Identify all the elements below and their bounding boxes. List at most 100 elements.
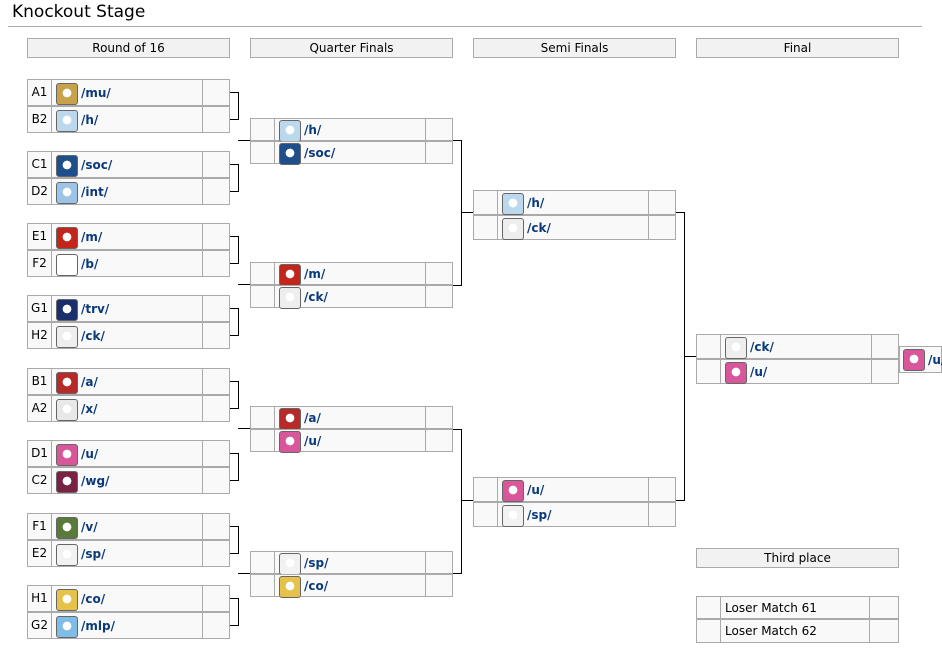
team-cell: /co/ (274, 574, 426, 598)
chef-icon (725, 337, 747, 359)
score-cell (425, 551, 453, 574)
bracket-connector (238, 92, 239, 120)
score-cell (202, 540, 230, 567)
red-flame-icon (279, 264, 301, 286)
bracket-connector (676, 500, 685, 501)
bracket-connector (461, 212, 473, 213)
team-name: /ck/ (750, 340, 774, 354)
third-place-score (869, 596, 899, 619)
team-name: /m/ (81, 230, 103, 244)
bracket-connector (230, 381, 239, 382)
round-of-16-row: D2/int/ (27, 178, 230, 205)
bracket-connector (453, 140, 462, 141)
chef-icon (279, 287, 301, 309)
blank-lead-cell (250, 285, 275, 308)
team-name: /h/ (81, 113, 99, 127)
team-cell: /u/ (720, 359, 872, 384)
third-place-header: Third place (696, 548, 899, 568)
bracket-connector (230, 408, 239, 409)
final-row: /u/ (696, 359, 899, 384)
team-cell: /sp/ (51, 540, 203, 567)
red-disc-icon (56, 372, 78, 394)
team-cell: /ck/ (274, 285, 426, 309)
bracket-connector (230, 119, 239, 120)
bracket-connector (238, 284, 250, 285)
seed-label: A1 (27, 79, 52, 106)
third-place-row: Loser Match 61 (696, 596, 899, 619)
sport-crest-icon (502, 505, 524, 527)
third-place-row: Loser Match 62 (696, 619, 899, 643)
champion-cell: /u/ (899, 346, 942, 373)
bracket-connector (676, 212, 685, 213)
seed-label: B2 (27, 106, 52, 133)
blank-lead-cell (473, 477, 498, 502)
pink-star-icon (56, 444, 78, 466)
round-of-16-row: E1/m/ (27, 223, 230, 250)
quarter-final-row: /u/ (250, 429, 453, 453)
team-cell: /h/ (274, 118, 426, 142)
red-flame-icon (56, 227, 78, 249)
semi-final-row: /ck/ (473, 215, 676, 240)
team-cell: /x/ (51, 395, 203, 422)
chef-icon (502, 218, 524, 240)
seed-label: H1 (27, 585, 52, 612)
round-of-16-row: G1/trv/ (27, 295, 230, 322)
score-cell (202, 513, 230, 540)
round-of-16-row: B2/h/ (27, 106, 230, 133)
team-cell: /sp/ (274, 551, 426, 575)
team-cell: /mlp/ (51, 612, 203, 639)
team-cell: /u/ (274, 429, 426, 453)
bracket-connector (230, 526, 239, 527)
bracket-connector (230, 480, 239, 481)
striped-crest-icon (56, 471, 78, 493)
round-of-16-row: B1/a/ (27, 368, 230, 395)
seed-label: A2 (27, 395, 52, 422)
team-cell: /a/ (274, 406, 426, 430)
yellow-heart-icon (279, 143, 301, 165)
score-cell (425, 285, 453, 308)
team-name: /u/ (81, 447, 99, 461)
score-cell (202, 395, 230, 422)
bracket-connector (230, 598, 239, 599)
round-of-16-row: E2/sp/ (27, 540, 230, 567)
bracket-connector (238, 573, 250, 574)
red-disc-icon (279, 408, 301, 430)
score-cell (202, 295, 230, 322)
score-cell (202, 106, 230, 133)
pentagram-icon (56, 399, 78, 421)
team-name: /h/ (527, 196, 545, 210)
bracket-connector (230, 553, 239, 554)
bracket-connector (230, 308, 239, 309)
score-cell (202, 368, 230, 395)
third-place-team-cell: Loser Match 62 (720, 619, 870, 643)
bracket-connector (230, 236, 239, 237)
team-name: /ck/ (81, 329, 105, 343)
round-of-16-row: C2/wg/ (27, 467, 230, 494)
score-cell (648, 477, 676, 502)
score-cell (648, 190, 676, 215)
team-cell: /b/ (51, 250, 203, 277)
blank-lead-cell (696, 334, 721, 359)
seed-label: C2 (27, 467, 52, 494)
quarter-final-row: /sp/ (250, 551, 453, 575)
seed-label: E1 (27, 223, 52, 250)
score-cell (871, 359, 899, 384)
team-name: /h/ (304, 123, 322, 137)
team-name: /a/ (304, 411, 321, 425)
bracket-connector (238, 526, 239, 554)
score-cell (202, 467, 230, 494)
comics-crest-icon (279, 576, 301, 598)
third-place-label: Loser Match 62 (725, 624, 817, 638)
round-of-16-row: F1/v/ (27, 513, 230, 540)
team-name: /a/ (81, 375, 98, 389)
score-cell (202, 585, 230, 612)
team-name: /mlp/ (81, 619, 115, 633)
seed-label: B1 (27, 368, 52, 395)
quarter-final-row: /ck/ (250, 285, 453, 309)
team-cell: /co/ (51, 585, 203, 612)
blank-lead-cell (250, 118, 275, 141)
score-cell (202, 223, 230, 250)
clover-icon (56, 254, 78, 276)
team-cell: /int/ (51, 178, 203, 205)
team-cell: /ck/ (720, 334, 872, 359)
